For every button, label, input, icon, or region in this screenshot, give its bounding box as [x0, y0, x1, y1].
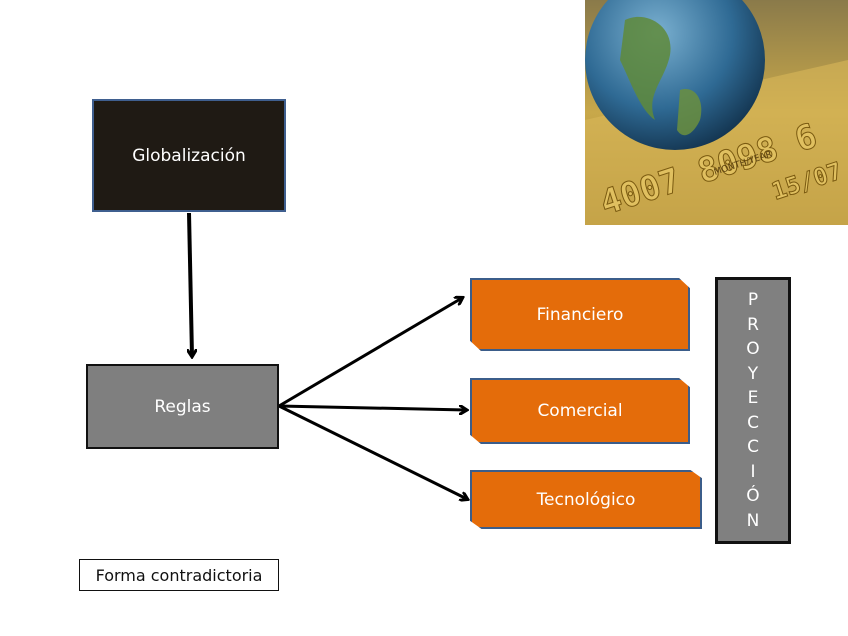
- forma-contradictoria-label: Forma contradictoria: [79, 559, 279, 591]
- globalizacion-label: Globalización: [132, 145, 246, 166]
- tecnologico-label: Tecnológico: [536, 489, 636, 510]
- arrow-reglas-comercial: [278, 404, 466, 410]
- proyeccion-letter: R: [747, 314, 759, 335]
- financiero-label: Financiero: [536, 304, 624, 325]
- proyeccion-letter: I: [750, 461, 756, 482]
- globalizacion-box: Globalización: [92, 99, 286, 212]
- proyeccion-letter: C: [747, 437, 759, 458]
- arrow-globalizacion-reglas: [189, 212, 192, 356]
- proyeccion-letter: Y: [747, 363, 759, 384]
- proyeccion-letter: Ó: [746, 486, 760, 507]
- financiero-box: Financiero: [470, 278, 690, 351]
- arrow-reglas-financiero: [278, 298, 462, 408]
- comercial-label: Comercial: [537, 401, 623, 421]
- proyeccion-letter: C: [747, 412, 759, 433]
- forma-text: Forma contradictoria: [95, 565, 263, 585]
- proyeccion-letter: E: [747, 388, 759, 409]
- reglas-label: Reglas: [154, 396, 211, 417]
- proyeccion-letter: N: [746, 510, 760, 531]
- tecnologico-box: Tecnológico: [470, 470, 702, 529]
- proyeccion-box: P R O Y E C C I Ó N: [715, 277, 791, 544]
- proyeccion-letter: P: [747, 290, 759, 311]
- globe-credit-card-photo: 4007 8098 6 MONTH/YEAR 15/07: [585, 0, 848, 225]
- reglas-box: Reglas: [86, 364, 279, 449]
- comercial-box: Comercial: [470, 378, 690, 444]
- arrow-reglas-tecnologico: [278, 404, 467, 499]
- proyeccion-letter: O: [746, 339, 760, 360]
